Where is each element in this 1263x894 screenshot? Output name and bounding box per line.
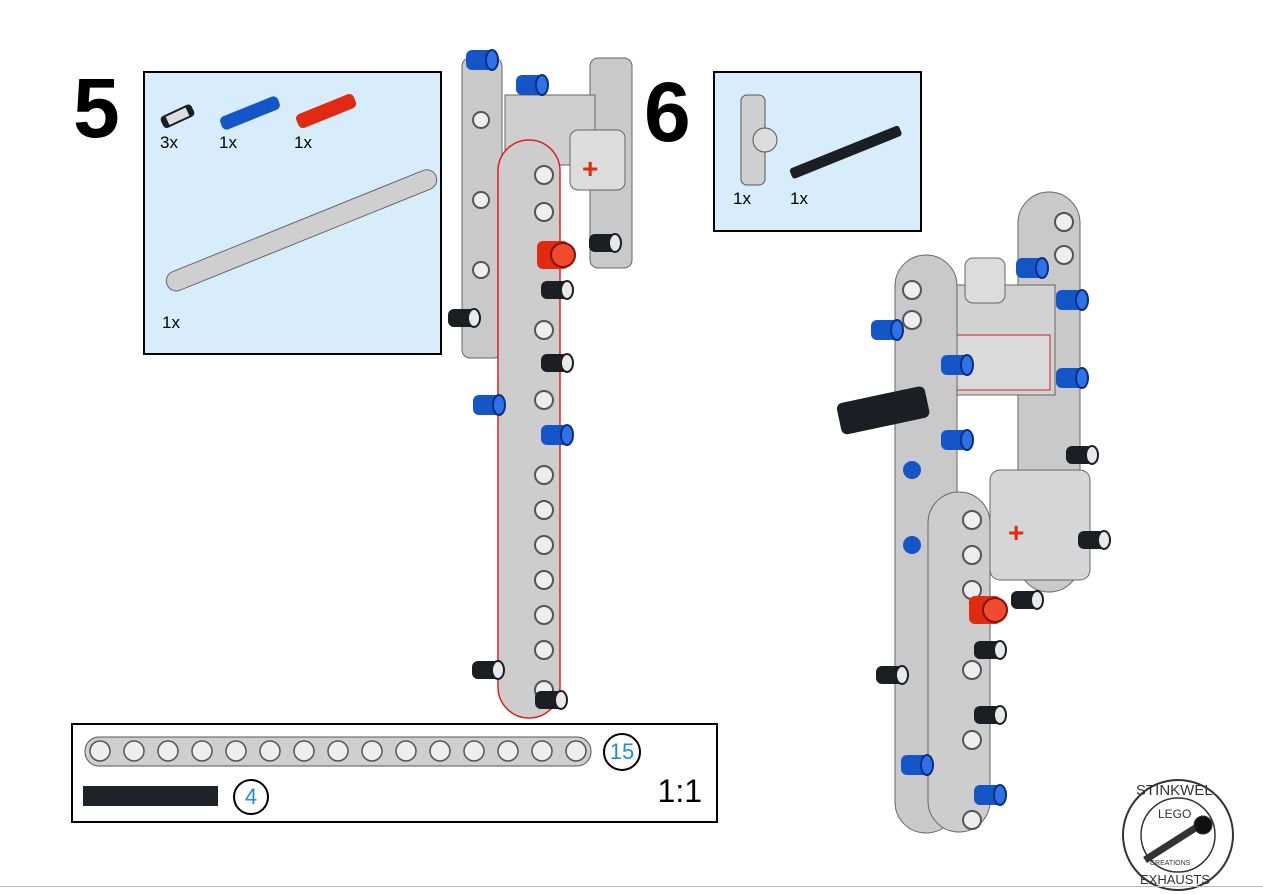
svg-text:CREATIONS: CREATIONS	[1150, 860, 1191, 867]
part-qty: 1x	[733, 189, 751, 208]
beam-ruler-graphic	[83, 736, 592, 806]
svg-text:LEGO: LEGO	[1158, 807, 1191, 821]
step-6-model: +	[836, 191, 1111, 834]
beam-length-badge: 15	[603, 733, 641, 771]
axle-ruler-bar	[83, 786, 218, 806]
black-pin-icon	[160, 104, 195, 129]
axle-icon	[789, 125, 902, 179]
step-5-model: +	[447, 49, 633, 719]
part-qty: 1x	[162, 313, 180, 332]
step-5-parts-list: 3x 1x 1x 1x	[143, 71, 442, 355]
step-5-part-images	[160, 94, 438, 292]
beam-15-icon	[165, 169, 438, 292]
step-6-part-images	[740, 94, 902, 186]
step-6-parts-list: 1x 1x	[713, 71, 922, 232]
svg-text:EXHAUSTS: EXHAUSTS	[1140, 872, 1210, 887]
axle-length-badge: 4	[233, 779, 269, 815]
stinkwel-logo: STINKWEL LEGO CREATIONS EXHAUSTS	[1122, 779, 1234, 891]
blue-long-pin-icon	[220, 96, 280, 130]
page-bottom-divider	[0, 886, 1263, 887]
svg-text:+: +	[582, 153, 598, 184]
svg-text:STINKWEL: STINKWEL	[1136, 782, 1213, 799]
part-qty: 1x	[219, 133, 237, 152]
cross-block-icon	[740, 94, 778, 186]
part-qty: 1x	[790, 189, 808, 208]
step-number-6: 6	[644, 65, 691, 159]
red-long-pin-icon	[296, 94, 357, 129]
scale-label: 1:1	[657, 773, 702, 809]
part-length-ruler: 15 4 1:1	[71, 723, 718, 823]
part-qty: 3x	[160, 133, 178, 152]
step-number-5: 5	[73, 61, 120, 155]
svg-text:+: +	[1008, 517, 1024, 548]
part-qty: 1x	[294, 133, 312, 152]
